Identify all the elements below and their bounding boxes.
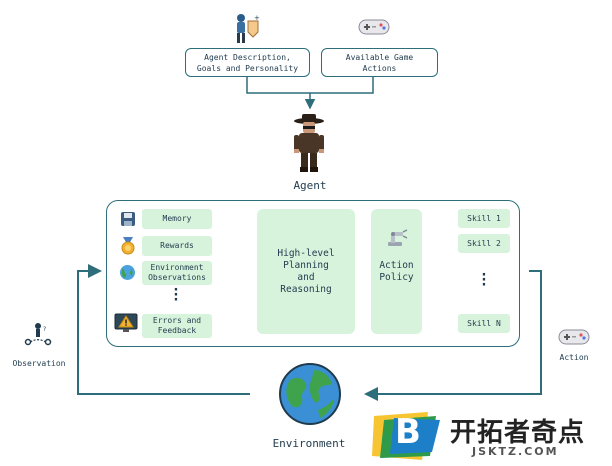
medal-icon xyxy=(121,237,135,255)
observation-person-icon: ? xyxy=(24,323,52,346)
action-policy-text: Action Policy xyxy=(379,259,414,283)
skill-2-box: Skill 2 xyxy=(458,234,510,253)
rewards-text: Rewards xyxy=(160,241,194,250)
globe-small-icon xyxy=(120,265,135,280)
svg-text:+: + xyxy=(254,14,260,22)
planning-reasoning-text: High-level Planning and Reasoning xyxy=(277,247,335,295)
rewards-box: Rewards xyxy=(142,236,212,256)
floppy-disk-icon xyxy=(121,212,135,226)
planning-reasoning-box: High-level Planning and Reasoning xyxy=(257,209,355,334)
skill-2-text: Skill 2 xyxy=(467,238,501,248)
watermark-logo-letter: B xyxy=(395,412,421,452)
agent-label: Agent xyxy=(293,179,327,192)
memory-text: Memory xyxy=(162,214,192,223)
skill-n-text: Skill N xyxy=(467,318,501,328)
svg-text:?: ? xyxy=(43,326,46,333)
observation-label: Observation xyxy=(12,359,66,368)
watermark-url: JSKTZ.COM xyxy=(472,445,559,458)
watermark-logo-icon xyxy=(372,412,440,460)
agent-description-text: Agent Description, Goals and Personality xyxy=(196,52,299,73)
warning-monitor-icon xyxy=(114,313,138,332)
agent-description-box: Agent Description, Goals and Personality xyxy=(185,48,310,77)
agent-figure-icon xyxy=(294,114,324,172)
environment-observations-box: Environment Observations xyxy=(142,261,212,285)
skill-n-box: Skill N xyxy=(458,314,510,333)
errors-feedback-box: Errors and Feedback xyxy=(142,314,212,338)
action-gamepad-icon xyxy=(558,329,590,345)
memory-box: Memory xyxy=(142,209,212,229)
input-ellipsis: ··· xyxy=(171,282,181,308)
skill-1-box: Skill 1 xyxy=(458,209,510,228)
skill-ellipsis: ··· xyxy=(479,267,489,293)
robot-arm-icon xyxy=(387,229,407,246)
action-policy-box: Action Policy xyxy=(371,209,422,334)
environment-label: Environment xyxy=(272,437,346,450)
person-with-shield-icon: + xyxy=(237,14,260,43)
environment-observations-text: Environment Observations xyxy=(148,263,206,282)
watermark-title: 开拓者奇点 xyxy=(450,418,586,448)
action-label: Action xyxy=(559,353,589,362)
gamepad-icon xyxy=(358,19,390,35)
game-actions-box: Available Game Actions xyxy=(321,48,438,77)
skill-1-text: Skill 1 xyxy=(467,213,501,223)
game-actions-text: Available Game Actions xyxy=(345,52,414,73)
errors-feedback-text: Errors and Feedback xyxy=(152,316,202,335)
environment-globe-icon xyxy=(279,363,341,425)
